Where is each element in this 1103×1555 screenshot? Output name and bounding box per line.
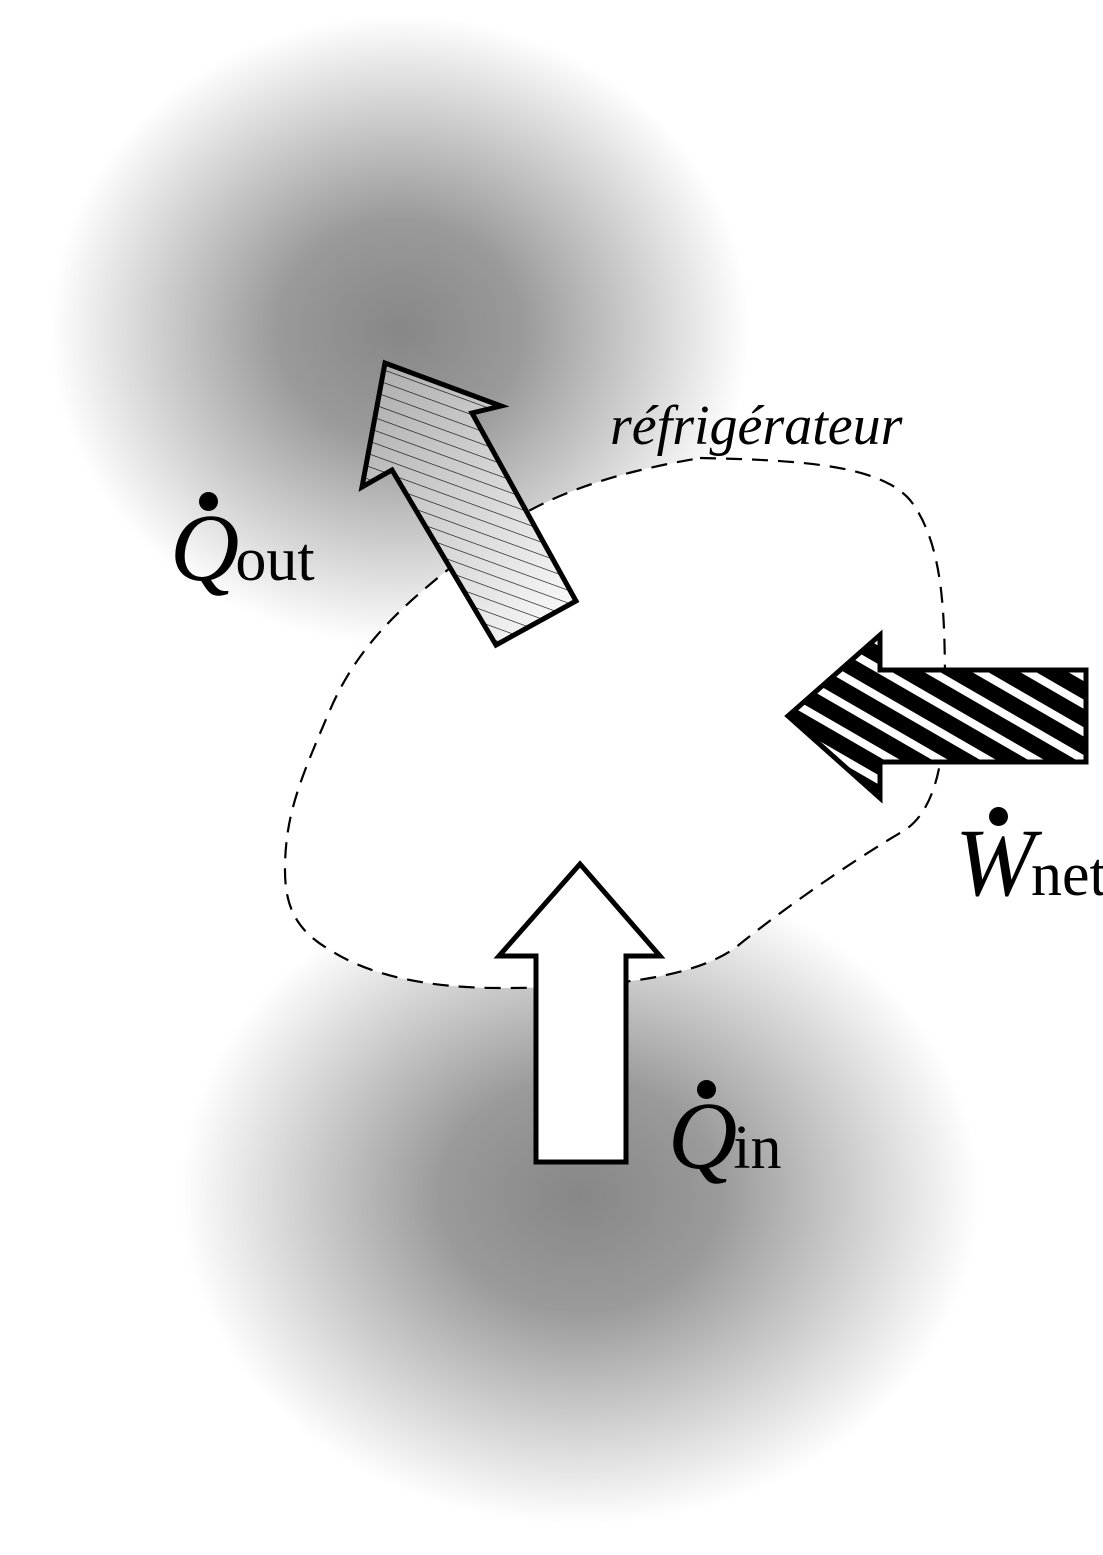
heat-in-arrow [493, 860, 666, 1165]
rate-dot-icon [988, 807, 1008, 826]
rate-dot-icon [696, 1080, 716, 1099]
heat-out-arrow [358, 359, 580, 649]
hot-reservoir [50, 15, 750, 645]
heat-out-label: Qout [170, 492, 315, 601]
cold-reservoir [180, 865, 980, 1525]
system-boundary [283, 456, 947, 990]
work-in-arrow [784, 629, 1089, 804]
heat-in-label: Qin [668, 1080, 782, 1189]
system-label: réfrigérateur [610, 395, 903, 457]
work-in-label: Wnet [955, 807, 1103, 916]
rate-dot-icon [198, 492, 218, 511]
